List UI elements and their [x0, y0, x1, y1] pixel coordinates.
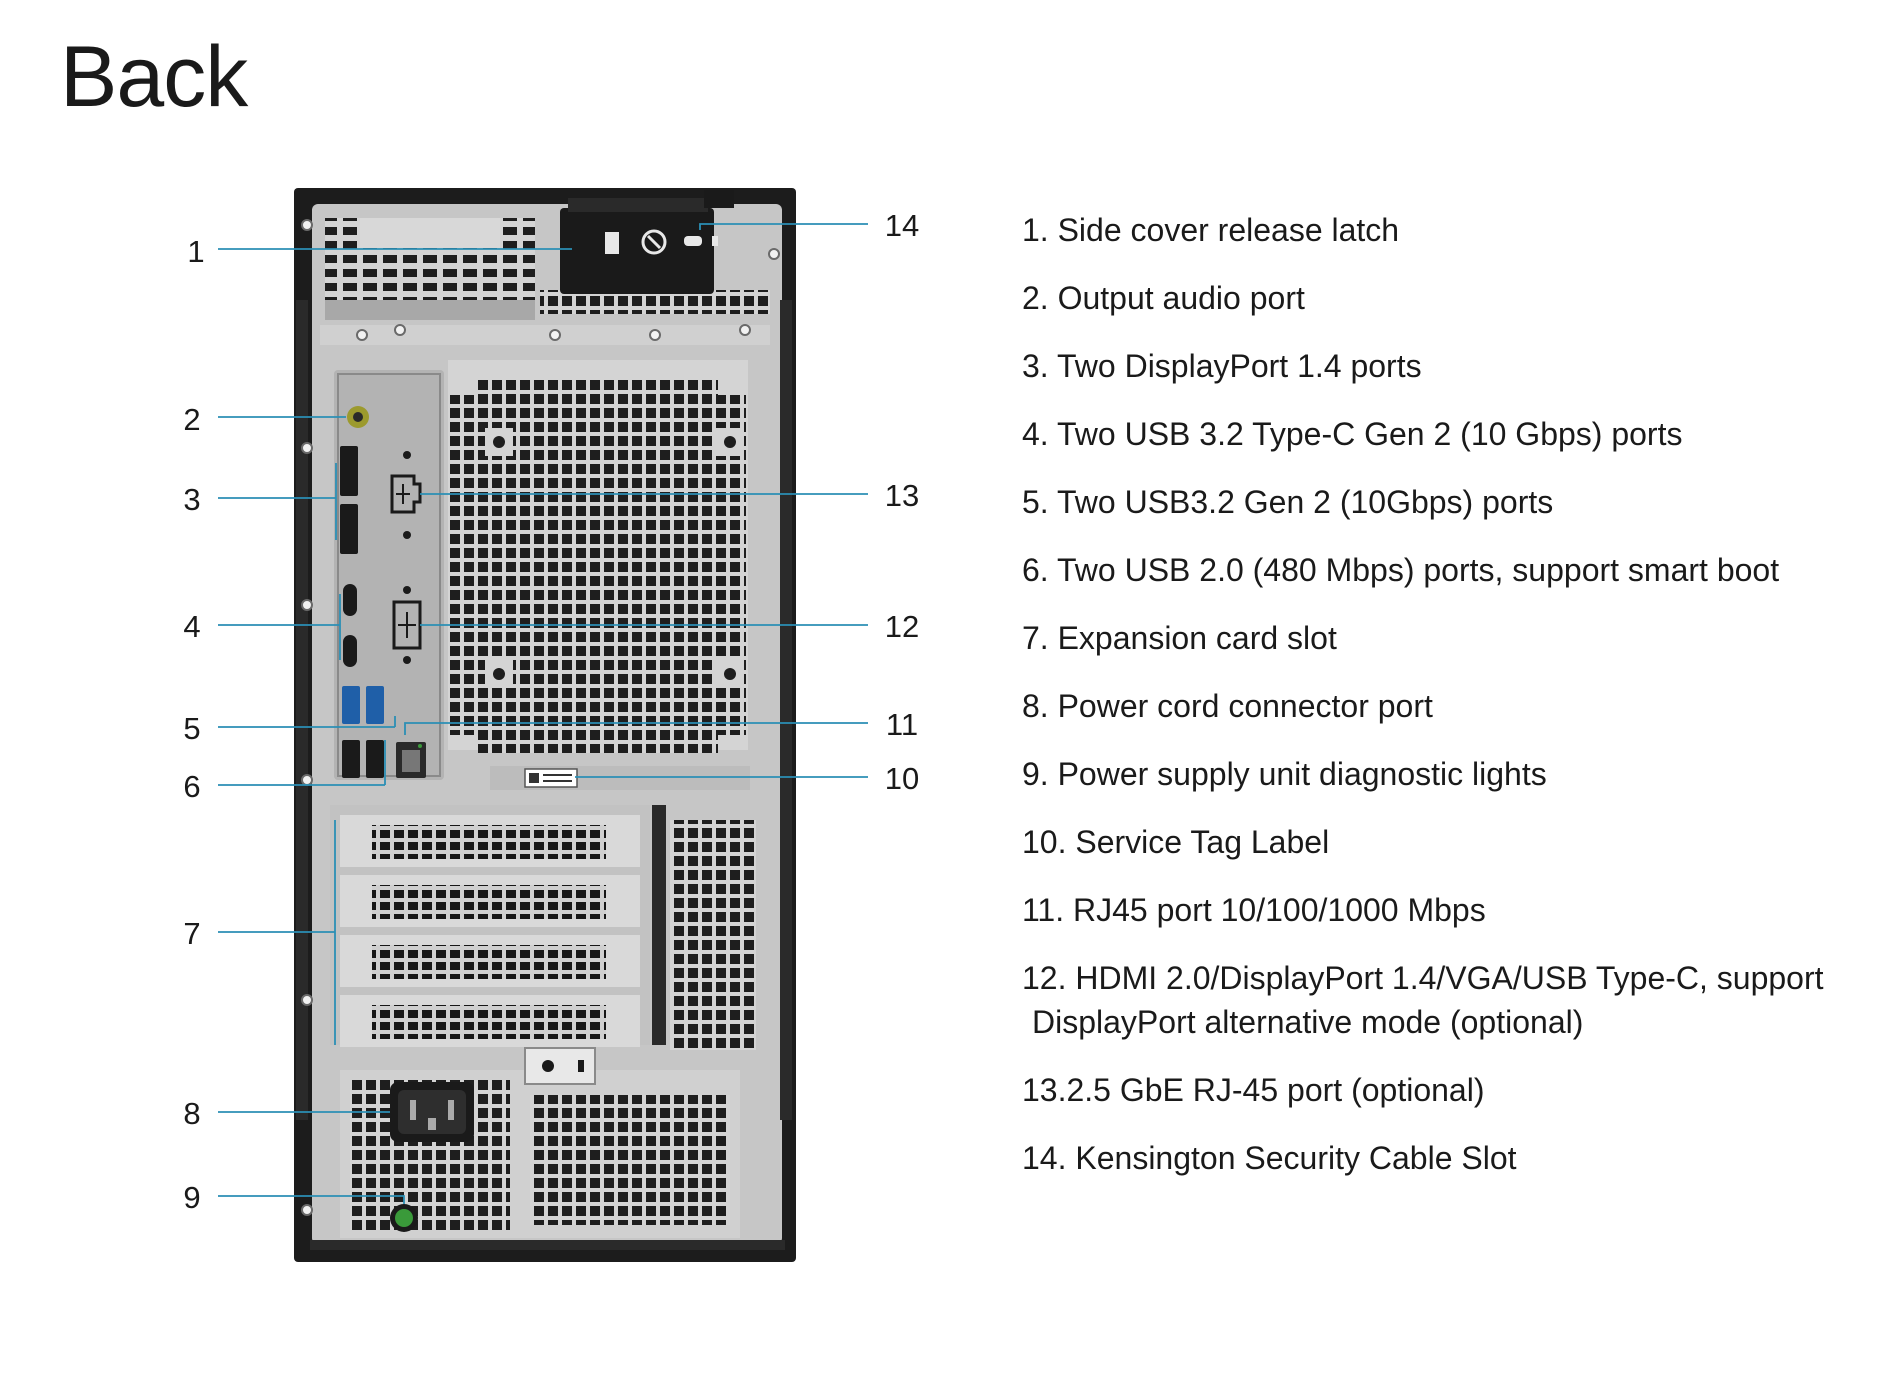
displayport-ports — [340, 446, 358, 554]
psu-diagnostic-light — [390, 1204, 418, 1232]
callout-line-4 — [218, 594, 341, 660]
callout-line-7 — [218, 820, 336, 1045]
legend-item: 3. Two DisplayPort 1.4 ports — [1022, 344, 1902, 388]
legend-item-label: 12. HDMI 2.0/DisplayPort 1.4/VGA/USB Typ… — [1022, 960, 1824, 996]
callout-number-1: 1 — [187, 234, 204, 269]
legend-item-label: 5. Two USB3.2 Gen 2 (10Gbps) ports — [1022, 484, 1554, 520]
legend-item-label: 4. Two USB 3.2 Type-C Gen 2 (10 Gbps) po… — [1022, 416, 1683, 452]
legend-item: 4. Two USB 3.2 Type-C Gen 2 (10 Gbps) po… — [1022, 412, 1902, 456]
service-tag-label — [490, 766, 750, 790]
callout-number-6: 6 — [183, 769, 200, 804]
callout-number-8: 8 — [183, 1096, 200, 1131]
legend-item-label: 11. RJ45 port 10/100/1000 Mbps — [1022, 892, 1486, 928]
callout-number-10: 10 — [885, 761, 919, 796]
optional-gbe-port — [390, 474, 422, 514]
legend-item-label: 1. Side cover release latch — [1022, 212, 1400, 248]
callout-number-12: 12 — [885, 609, 919, 644]
callout-line-3 — [218, 463, 337, 540]
power-cord-connector — [390, 1082, 474, 1142]
callout-lines — [218, 223, 868, 1204]
callout-number-13: 13 — [885, 478, 919, 513]
rj45-port — [396, 742, 426, 778]
legend-item: 8. Power cord connector port — [1022, 684, 1902, 728]
rear-fan-grill — [448, 360, 748, 753]
kensington-slot — [684, 190, 734, 246]
legend-item-label: 14. Kensington Security Cable Slot — [1022, 1140, 1517, 1176]
callout-number-2: 2 — [183, 402, 200, 437]
callout-numbers: 1 2 3 4 5 6 7 8 9 10 11 12 13 14 — [183, 208, 919, 1215]
legend-item: 2. Output audio port — [1022, 276, 1902, 320]
screws — [301, 219, 780, 1216]
callout-line-6 — [218, 740, 386, 786]
legend-item-label-continued: DisplayPort alternative mode (optional) — [1032, 1004, 1584, 1040]
page-title: Back — [60, 29, 248, 125]
callout-line-11 — [404, 722, 868, 735]
callout-line-14 — [699, 223, 868, 230]
callout-number-9: 9 — [183, 1180, 200, 1215]
callout-number-11: 11 — [886, 707, 918, 742]
legend-item: 1. Side cover release latch — [1022, 208, 1902, 252]
legend-item: 6. Two USB 2.0 (480 Mbps) ports, support… — [1022, 548, 1902, 592]
legend-item-label: 2. Output audio port — [1022, 280, 1305, 316]
legend-item-label: 8. Power cord connector port — [1022, 688, 1433, 724]
legend-item: 9. Power supply unit diagnostic lights — [1022, 752, 1902, 796]
legend-item-label: 3. Two DisplayPort 1.4 ports — [1022, 348, 1422, 384]
usb-2-0-ports — [342, 740, 384, 778]
legend-item-label: 6. Two USB 2.0 (480 Mbps) ports, support… — [1022, 552, 1780, 588]
usb-type-c-ports — [343, 584, 357, 667]
legend-item: 10. Service Tag Label — [1022, 820, 1902, 864]
side-cover-latch — [560, 198, 714, 294]
legend-item-label: 10. Service Tag Label — [1022, 824, 1330, 860]
legend-item-label: 7. Expansion card slot — [1022, 620, 1337, 656]
legend-item: 5. Two USB3.2 Gen 2 (10Gbps) ports — [1022, 480, 1902, 524]
legend-item: 7. Expansion card slot — [1022, 616, 1902, 660]
legend-item-label: 13.2.5 GbE RJ-45 port (optional) — [1022, 1072, 1485, 1108]
legend: 1. Side cover release latch 2. Output au… — [1022, 208, 1902, 1180]
callout-line-5 — [218, 716, 396, 728]
callout-line-9 — [218, 1195, 405, 1204]
callout-number-3: 3 — [183, 482, 200, 517]
expansion-card-slots — [330, 805, 756, 1050]
legend-item: 13.2.5 GbE RJ-45 port (optional) — [1022, 1068, 1902, 1112]
legend-item: 11. RJ45 port 10/100/1000 Mbps — [1022, 888, 1902, 932]
audio-port — [347, 406, 369, 428]
legend-item: 12. HDMI 2.0/DisplayPort 1.4/VGA/USB Typ… — [1022, 956, 1902, 1044]
io-plate — [334, 370, 444, 780]
callout-number-4: 4 — [183, 609, 200, 644]
legend-item-label: 9. Power supply unit diagnostic lights — [1022, 756, 1547, 792]
io-dots — [403, 451, 411, 664]
usb-3-2-ports — [342, 686, 384, 724]
callout-number-5: 5 — [183, 711, 200, 746]
callout-number-14: 14 — [885, 208, 919, 243]
legend-item: 14. Kensington Security Cable Slot — [1022, 1136, 1902, 1180]
callout-number-7: 7 — [183, 916, 200, 951]
